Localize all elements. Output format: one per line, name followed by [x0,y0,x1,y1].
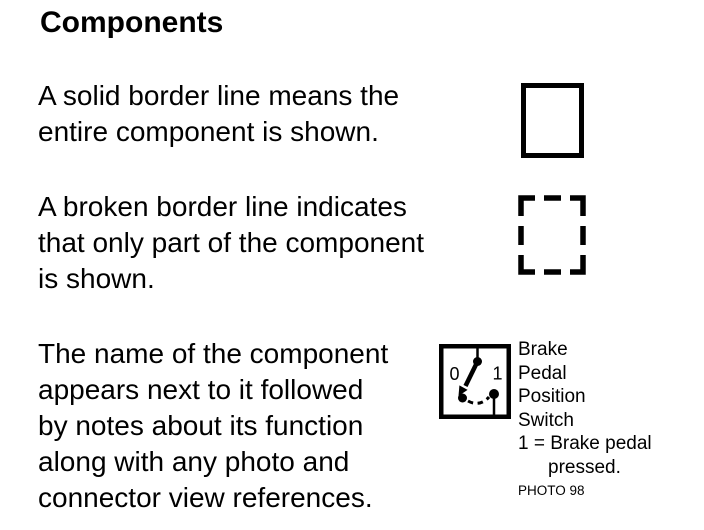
brake-pedal-position-switch-symbol: 0 1 [439,344,511,419]
paragraph-broken-border: A broken border line indicates that only… [38,191,425,294]
paragraph-solid-border: A solid border line means the entire com… [38,80,400,147]
switch-travel-dashed-line [467,395,491,405]
switch-arm [463,360,480,387]
component-note-continued: pressed. [548,456,621,478]
entire-component-symbol [521,83,584,158]
component-note: 1 = Brake pedal [518,433,652,454]
dashed-border-outline [518,195,586,275]
page-title: Components [40,6,224,39]
switch-off-contact-dot [458,393,467,403]
photo-reference: PHOTO 98 [518,483,585,498]
paragraph-component-name: The name of the component appears next t… [38,338,389,513]
component-annotation: Brake Pedal Position Switch 1 = Brake pe… [518,338,704,501]
partial-component-symbol [518,195,586,275]
switch-position-1-label: 1 [493,364,503,384]
component-name-label: Brake Pedal Position Switch [518,339,586,431]
switch-position-0-label: 0 [450,364,460,384]
switch-arm-arrowhead [458,385,468,396]
switch-border [439,344,511,419]
